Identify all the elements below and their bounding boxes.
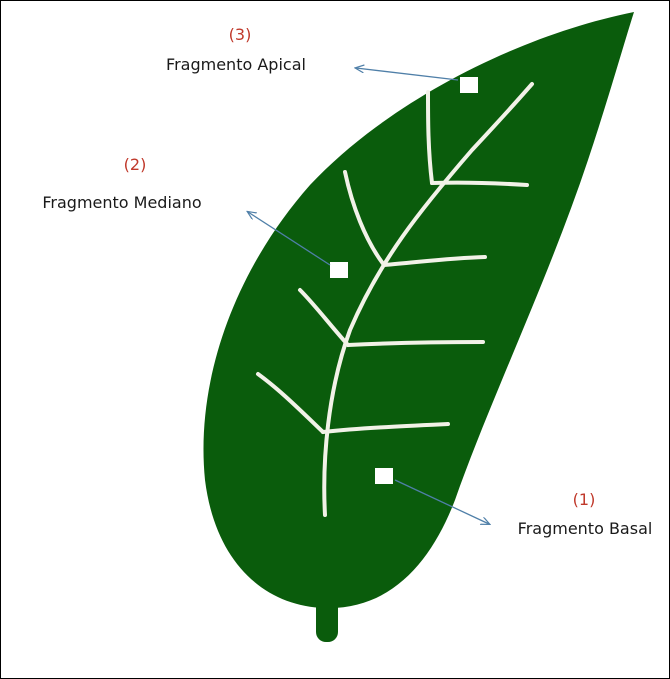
fragment-number-apical: (3): [229, 25, 252, 44]
vein-top-right: [432, 183, 527, 185]
arrow-apical: [356, 68, 458, 80]
fragment-label-basal: Fragmento Basal: [518, 519, 653, 538]
fragment-label-median: Fragmento Mediano: [42, 193, 201, 212]
fragment-number-basal: (1): [573, 490, 596, 509]
fragment-marker-median: [330, 262, 348, 278]
fragment-marker-basal: [375, 468, 393, 484]
fragment-marker-apical: [460, 77, 478, 93]
fragment-number-median: (2): [124, 155, 147, 174]
fragment-label-apical: Fragmento Apical: [166, 55, 306, 74]
